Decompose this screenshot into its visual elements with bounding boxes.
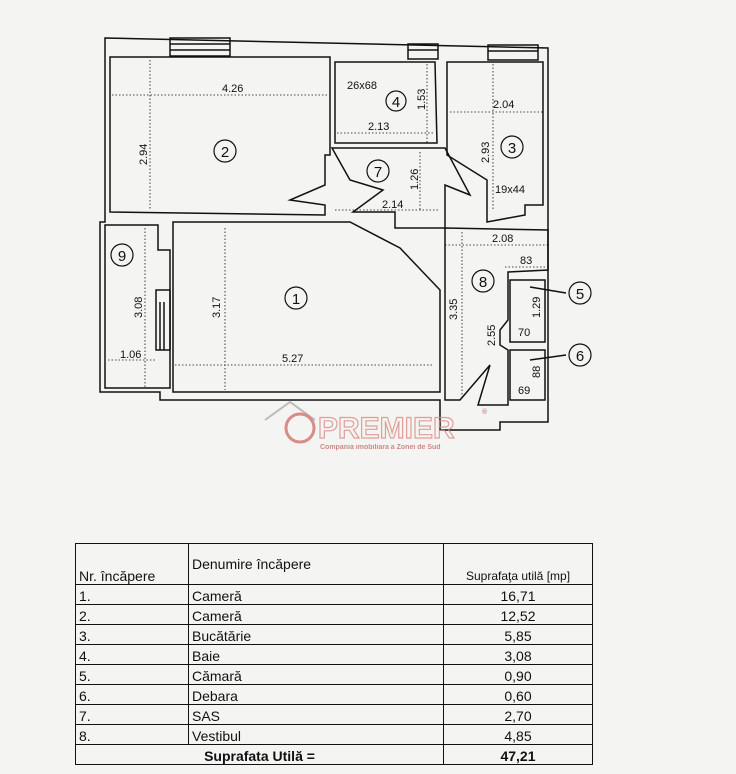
svg-text:3: 3 (508, 140, 516, 157)
total-row: Suprafata Utilă = 47,21 (75, 744, 593, 765)
room-6-outline (509, 349, 546, 401)
svg-text:2.94: 2.94 (138, 144, 150, 165)
cell-area: 0,90 (443, 664, 593, 685)
cell-name: Vestibul (188, 724, 444, 745)
cell-area: 16,71 (443, 584, 593, 605)
cell-nr: 1. (75, 584, 189, 605)
dimension-labels: 4.26 2.94 26x68 1.53 2.13 2.04 2.93 19x4… (120, 80, 543, 397)
room-4-outline (334, 61, 438, 144)
svg-text:2.93: 2.93 (480, 142, 492, 163)
svg-text:26x68: 26x68 (347, 80, 377, 92)
svg-text:1.06: 1.06 (120, 349, 141, 361)
svg-text:7: 7 (374, 164, 382, 181)
svg-text:®: ® (482, 408, 488, 416)
svg-text:2.13: 2.13 (368, 121, 389, 133)
floor-plan: 4.26 2.94 26x68 1.53 2.13 2.04 2.93 19x4… (99, 37, 592, 451)
window (169, 37, 231, 57)
room-7-outline (330, 147, 472, 229)
svg-text:3.08: 3.08 (133, 297, 145, 318)
room-2-outline (109, 56, 331, 216)
cell-name: SAS (188, 704, 444, 725)
cell-area: 5,85 (443, 624, 593, 645)
svg-text:6: 6 (576, 348, 584, 365)
svg-text:9: 9 (118, 248, 126, 265)
svg-text:69: 69 (518, 385, 530, 397)
cell-name: Baie (188, 644, 444, 665)
svg-text:Compania imobiliara a Zonei de: Compania imobiliara a Zonei de Sud (320, 444, 441, 451)
cell-nr: 3. (75, 624, 189, 645)
room-8-outline (444, 227, 549, 406)
total-label: Suprafata Utilă = (75, 744, 444, 765)
svg-text:8: 8 (479, 274, 487, 291)
window (487, 44, 539, 61)
svg-text:1.29: 1.29 (531, 297, 543, 318)
svg-text:2.04: 2.04 (493, 99, 514, 111)
cell-area: 0,60 (443, 684, 593, 705)
cell-name: Cameră (188, 604, 444, 625)
svg-text:PREMIER: PREMIER (318, 412, 455, 445)
cell-nr: 7. (75, 704, 189, 725)
cell-name: Cămară (188, 664, 444, 685)
svg-text:4.26: 4.26 (222, 83, 243, 95)
room-5-outline (509, 279, 546, 343)
svg-text:88: 88 (531, 366, 543, 378)
window (407, 43, 439, 60)
svg-text:5.27: 5.27 (282, 353, 303, 365)
svg-text:2: 2 (221, 144, 229, 161)
svg-text:1.26: 1.26 (409, 169, 421, 190)
header-name: Denumire încăpere (188, 543, 444, 585)
header-nr: Nr. încăpere (75, 543, 189, 585)
svg-text:1: 1 (292, 291, 300, 308)
cell-area: 12,52 (443, 604, 593, 625)
room-numbers: 1 2 3 4 5 6 7 8 9 (118, 94, 584, 365)
cell-nr: 4. (75, 644, 189, 665)
cell-area: 3,08 (443, 644, 593, 665)
svg-text:3.17: 3.17 (211, 297, 223, 318)
room-1-outline (172, 221, 441, 393)
cell-nr: 5. (75, 664, 189, 685)
cell-name: Cameră (188, 584, 444, 605)
svg-text:2.55: 2.55 (486, 325, 498, 346)
cell-name: Bucătărie (188, 624, 444, 645)
cell-name: Debara (188, 684, 444, 705)
table-header-row: Nr. încăpere Denumire încăpere Suprafaţa… (75, 543, 593, 585)
header-area: Suprafaţa utilă [mp] (443, 543, 593, 585)
room-area-table: Nr. încăpere Denumire încăpere Suprafaţa… (75, 543, 593, 765)
cell-nr: 6. (75, 684, 189, 705)
total-value: 47,21 (443, 744, 593, 765)
room-9-outline (104, 224, 171, 389)
svg-text:5: 5 (576, 286, 584, 303)
room-3-outline (446, 61, 544, 223)
house-logo-icon (264, 400, 316, 421)
cell-area: 4,85 (443, 724, 593, 745)
svg-text:70: 70 (518, 327, 530, 339)
cell-nr: 2. (75, 604, 189, 625)
svg-text:2.14: 2.14 (382, 199, 403, 211)
watermark: PREMIER ® Compania imobiliara a Zonei de… (264, 400, 488, 451)
svg-text:2.08: 2.08 (492, 233, 513, 245)
dimension-lines (108, 60, 548, 400)
room-number-circles (110, 90, 592, 367)
svg-text:1.53: 1.53 (416, 89, 428, 110)
svg-text:19x44: 19x44 (495, 184, 525, 196)
stairs (155, 289, 171, 351)
cell-area: 2,70 (443, 704, 593, 725)
walls (99, 37, 567, 431)
cell-nr: 8. (75, 724, 189, 745)
svg-text:83: 83 (520, 255, 532, 267)
svg-text:4: 4 (392, 94, 400, 111)
svg-text:3.35: 3.35 (448, 299, 460, 320)
